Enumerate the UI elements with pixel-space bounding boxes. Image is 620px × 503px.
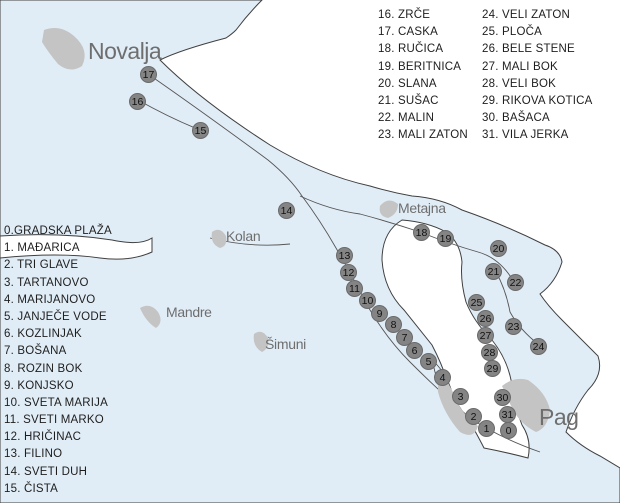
beach-marker-26[interactable]: 26 [477,310,494,327]
beach-marker-13[interactable]: 13 [336,247,353,264]
beach-legend-left: 0.GRADSKA PLAŽA 1. MAĐARICA 2. TRI GLAVE… [4,223,112,498]
beach-marker-7[interactable]: 7 [396,329,413,346]
road-east [495,271,539,345]
beach-marker-11[interactable]: 11 [346,280,363,297]
beach-marker-24[interactable]: 24 [530,338,547,355]
settlement-mandre [140,305,161,328]
legend-item: 7. BOŠANA [4,345,67,358]
beach-marker-16[interactable]: 16 [129,93,146,110]
west-coast-indent [0,234,153,260]
beach-marker-30[interactable]: 30 [494,389,511,406]
beach-legend-right-2: 24. VELI ZATON 25. PLOČA 26. BELE STENE … [482,7,593,145]
legend-item: 14. SVETI DUH [4,465,88,478]
legend-item: 25. PLOČA [482,26,542,39]
settlement-pag [502,378,550,432]
beach-marker-23[interactable]: 23 [505,318,522,335]
legend-item: 0.GRADSKA PLAŽA [4,225,112,237]
legend-item: 6. KOZLINJAK [4,328,82,341]
beach-marker-3[interactable]: 3 [452,388,469,405]
legend-item: 17. CASKA [378,26,438,39]
beach-marker-5[interactable]: 5 [420,353,437,370]
beach-marker-17[interactable]: 17 [140,66,157,83]
beach-marker-10[interactable]: 10 [359,292,376,309]
beach-marker-19[interactable]: 19 [437,230,454,247]
beach-marker-9[interactable]: 9 [371,305,388,322]
settlement-simuni [253,331,269,352]
beach-marker-22[interactable]: 22 [507,274,524,291]
legend-item: 13. FILINO [4,448,63,461]
settlement-metajna [379,200,398,218]
legend-item: 21. SUŠAC [378,94,439,107]
pag-bay [381,219,530,459]
beach-marker-4[interactable]: 4 [434,369,451,386]
legend-item: 29. RIKOVA KOTICA [482,94,593,107]
legend-item: 31. VILA JERKA [482,129,569,142]
legend-item: 28. VELI BOK [482,77,556,90]
beach-marker-0[interactable]: 0 [500,422,517,439]
town-pag: Pag [539,404,579,430]
legend-item: 11. SVETI MARKO [4,414,104,427]
legend-item: 12. HRIČINAC [4,431,82,444]
legend-item: 23. MALI ZATON [378,129,468,142]
legend-item: 22. MALIN [378,112,435,125]
beach-marker-14[interactable]: 14 [278,202,295,219]
beach-marker-20[interactable]: 20 [490,240,507,257]
legend-item: 19. BERITNICA [378,60,462,73]
legend-item: 20. SLANA [378,77,437,90]
legend-item: 15. ČISTA [4,482,58,495]
town-mandre: Mandre [166,304,212,320]
town-novalja: Novalja [88,38,162,64]
legend-item: 27. MALI BOK [482,60,558,73]
legend-item: 10. SVETA MARIJA [4,396,108,409]
legend-item: 26. BELE STENE [482,43,575,56]
legend-item: 18. RUČICA [378,43,444,56]
legend-item: 2. TRI GLAVE [4,259,79,272]
beach-marker-2[interactable]: 2 [465,408,482,425]
town-simuni: Šimuni [265,336,306,352]
beach-legend-right-1: 16. ZRČE 17. CASKA 18. RUČICA 19. BERITN… [378,7,468,145]
beach-marker-1[interactable]: 1 [478,420,495,437]
settlement-novalja [42,28,85,70]
beach-marker-29[interactable]: 29 [484,360,501,377]
legend-item: 30. BAŠACA [482,112,550,125]
town-metajna: Metajna [398,200,446,216]
beach-marker-21[interactable]: 21 [485,263,502,280]
town-kolan: Kolan [226,228,261,244]
beach-marker-8[interactable]: 8 [385,316,402,333]
beach-marker-18[interactable]: 18 [413,224,430,241]
legend-item: 1. MAĐARICA [4,242,80,255]
legend-item: 4. MARIJANOVO [4,293,96,306]
legend-item: 8. ROZIN BOK [4,362,83,375]
beach-marker-27[interactable]: 27 [477,327,494,344]
beach-marker-28[interactable]: 28 [481,344,498,361]
legend-item: 3. TARTANOVO [4,276,89,289]
legend-item: 5. JANJEČE VODE [4,310,107,323]
beach-marker-31[interactable]: 31 [499,406,516,423]
beach-marker-6[interactable]: 6 [406,342,423,359]
legend-item: 24. VELI ZATON [482,9,571,21]
beach-marker-12[interactable]: 12 [340,264,357,281]
beach-marker-25[interactable]: 25 [468,294,485,311]
legend-item: 9. KONJSKO [4,379,74,392]
settlement-kolan [211,229,227,248]
beach-marker-15[interactable]: 15 [192,122,209,139]
legend-item: 16. ZRČE [378,9,431,21]
